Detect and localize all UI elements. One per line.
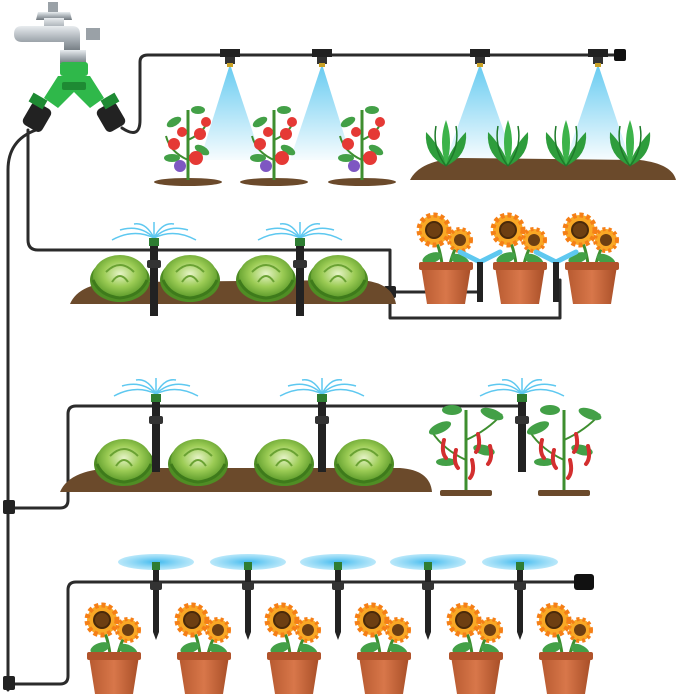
cabbage-plant [332,437,396,488]
cabbage-plant [306,253,370,304]
sunflower-pot [565,215,619,304]
sunflower-pot [493,215,547,304]
sunflower-pot [449,605,503,694]
cabbage-plant [158,253,222,304]
tomato-plant [336,104,387,182]
mist-spray [200,64,262,160]
sunflower-pot [267,605,321,694]
sunflower-pot [357,605,411,694]
row-4 [87,554,593,694]
cabbage-plant [92,437,156,488]
mist-spray [290,64,352,160]
cabbage-plant [166,437,230,488]
elbow-connector-icon [3,676,15,690]
mist-nozzle-icon [470,49,490,67]
y-splitter-icon [22,62,126,132]
tomato-plant [162,104,213,182]
end-plug-icon [574,574,594,590]
pepper-plant [523,403,605,498]
tubing [6,53,622,692]
cabbage-plant [252,437,316,488]
row3-tube [6,404,526,510]
main-trunk-tube [6,128,38,692]
pepper-plant [425,403,507,498]
mist-nozzle-icon [312,49,332,67]
row1-tube [120,53,622,134]
end-plug-icon [614,49,626,61]
sunflower-pot [177,605,231,694]
mist-nozzle-icon [588,49,608,67]
drip-jet [457,249,503,265]
tomato-plant [248,104,299,182]
drip-jet [533,249,579,265]
soil-patch [154,178,222,186]
drip-stake-icon [553,262,559,302]
mist-spray [566,64,630,160]
row-2 [70,215,619,317]
cabbage-plant [88,253,152,304]
sunflower-pot [419,215,473,304]
cabbage-plant [234,253,298,304]
row-1 [154,49,676,186]
sunflower-pot [87,605,141,694]
soil-patch [240,178,308,186]
drip-stake-icon [477,262,483,302]
row4-tube [6,580,582,686]
tee-connector-icon [3,500,15,514]
row2-tube [26,128,562,320]
row-3 [60,377,605,498]
mist-nozzle-icon [220,49,240,67]
soil-patch [328,178,396,186]
faucet-icon [14,2,100,64]
soil-bed [410,158,676,180]
sunflower-pot [539,605,593,694]
